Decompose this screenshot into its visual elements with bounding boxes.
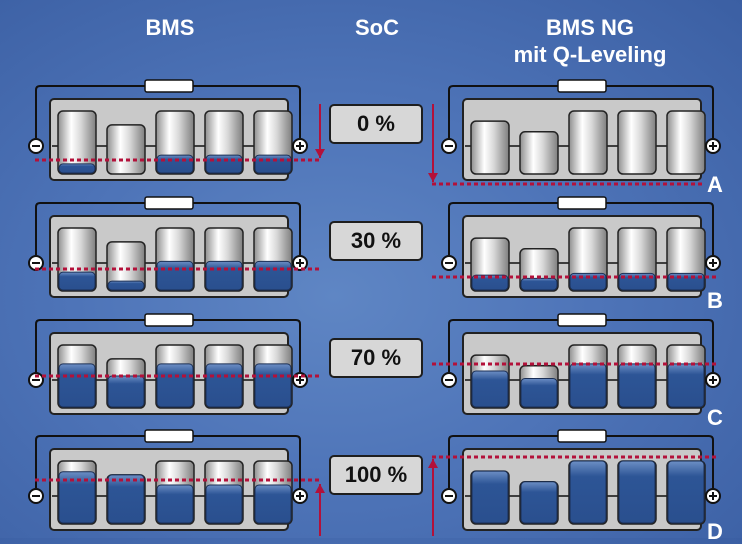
- ng-cell-fill: [569, 363, 607, 408]
- ng-cell-fill: [618, 460, 656, 524]
- bms-cell-fill: [205, 363, 243, 408]
- soc-label-100: 100 %: [329, 455, 423, 495]
- bms-label-slot: [144, 313, 194, 327]
- ng-battery-1: [441, 196, 721, 298]
- header-bms-ng-line2: mit Q-Leveling: [513, 42, 667, 67]
- header-bms-ng: BMS NG mit Q-Leveling: [480, 14, 700, 68]
- ng-cell-fill: [618, 363, 656, 408]
- bms-cell-fill: [107, 375, 145, 408]
- bms-cell: [106, 124, 146, 175]
- bms-cell-fill: [156, 260, 194, 291]
- ng-cell: [568, 110, 608, 175]
- bms-cell-fill: [254, 363, 292, 408]
- ng-cell-fill: [569, 460, 607, 524]
- ng-cell-fill: [520, 277, 558, 291]
- bms-cell-fill: [58, 363, 96, 408]
- bms-cell: [106, 241, 146, 292]
- ng-label-slot: [557, 196, 607, 210]
- ng-charge-arrow-head: [428, 459, 438, 468]
- bms-cell: [57, 110, 97, 175]
- bms-cell-fill: [58, 163, 96, 174]
- bms-cell-fill: [58, 271, 96, 291]
- bms-cell-fill: [156, 484, 194, 524]
- ng-label-slot: [557, 313, 607, 327]
- bms-cell-fill: [254, 154, 292, 174]
- bms-charge-arrow-head: [315, 484, 325, 493]
- bms-cell-fill: [205, 484, 243, 524]
- bms-battery-2: [28, 313, 308, 415]
- bms-label-slot: [144, 429, 194, 443]
- ng-battery-0: [441, 79, 721, 181]
- bms-cell-fill: [254, 484, 292, 524]
- ng-cell: [519, 131, 559, 175]
- ng-cell-fill: [471, 274, 509, 291]
- header-bms-ng-line1: BMS NG: [546, 15, 634, 40]
- ng-cell-fill: [471, 370, 509, 408]
- ng-cell: [470, 120, 510, 175]
- row-letter-d: D: [707, 519, 723, 544]
- bms-label-slot: [144, 79, 194, 93]
- bms-cell-fill: [107, 280, 145, 291]
- bms-cell-fill: [205, 260, 243, 291]
- ng-cell-fill: [667, 363, 705, 408]
- ng-cell-fill: [520, 377, 558, 408]
- bms-cell-fill: [156, 363, 194, 408]
- bms-cell-fill: [58, 471, 96, 524]
- bms-battery-0: [28, 79, 308, 181]
- ng-cell: [617, 110, 657, 175]
- bms-battery-1: [28, 196, 308, 298]
- bms-discharge-arrow-head: [315, 149, 325, 158]
- ng-discharge-arrow-head: [428, 173, 438, 182]
- ng-battery-2: [441, 313, 721, 415]
- row-letter-a: A: [707, 172, 723, 197]
- bms-cell-fill: [107, 474, 145, 524]
- bms-cell-fill: [205, 154, 243, 174]
- soc-label-30: 30 %: [329, 221, 423, 261]
- ng-label-slot: [557, 79, 607, 93]
- soc-label-70: 70 %: [329, 338, 423, 378]
- ng-label-slot: [557, 429, 607, 443]
- bms-battery-3: [28, 429, 308, 531]
- bms-label-slot: [144, 196, 194, 210]
- header-soc: SoC: [355, 15, 399, 40]
- header-bms: BMS: [145, 15, 195, 40]
- bms-cell-fill: [156, 154, 194, 174]
- ng-cell-fill: [520, 481, 558, 524]
- ng-battery-3: [441, 429, 721, 531]
- row-letter-c: C: [707, 405, 723, 430]
- ng-cell: [666, 110, 706, 175]
- ng-cell-fill: [471, 470, 509, 524]
- ng-cell-fill: [667, 460, 705, 524]
- soc-label-0: 0 %: [329, 104, 423, 144]
- row-letter-b: B: [707, 288, 723, 313]
- bms-cell-fill: [254, 260, 292, 291]
